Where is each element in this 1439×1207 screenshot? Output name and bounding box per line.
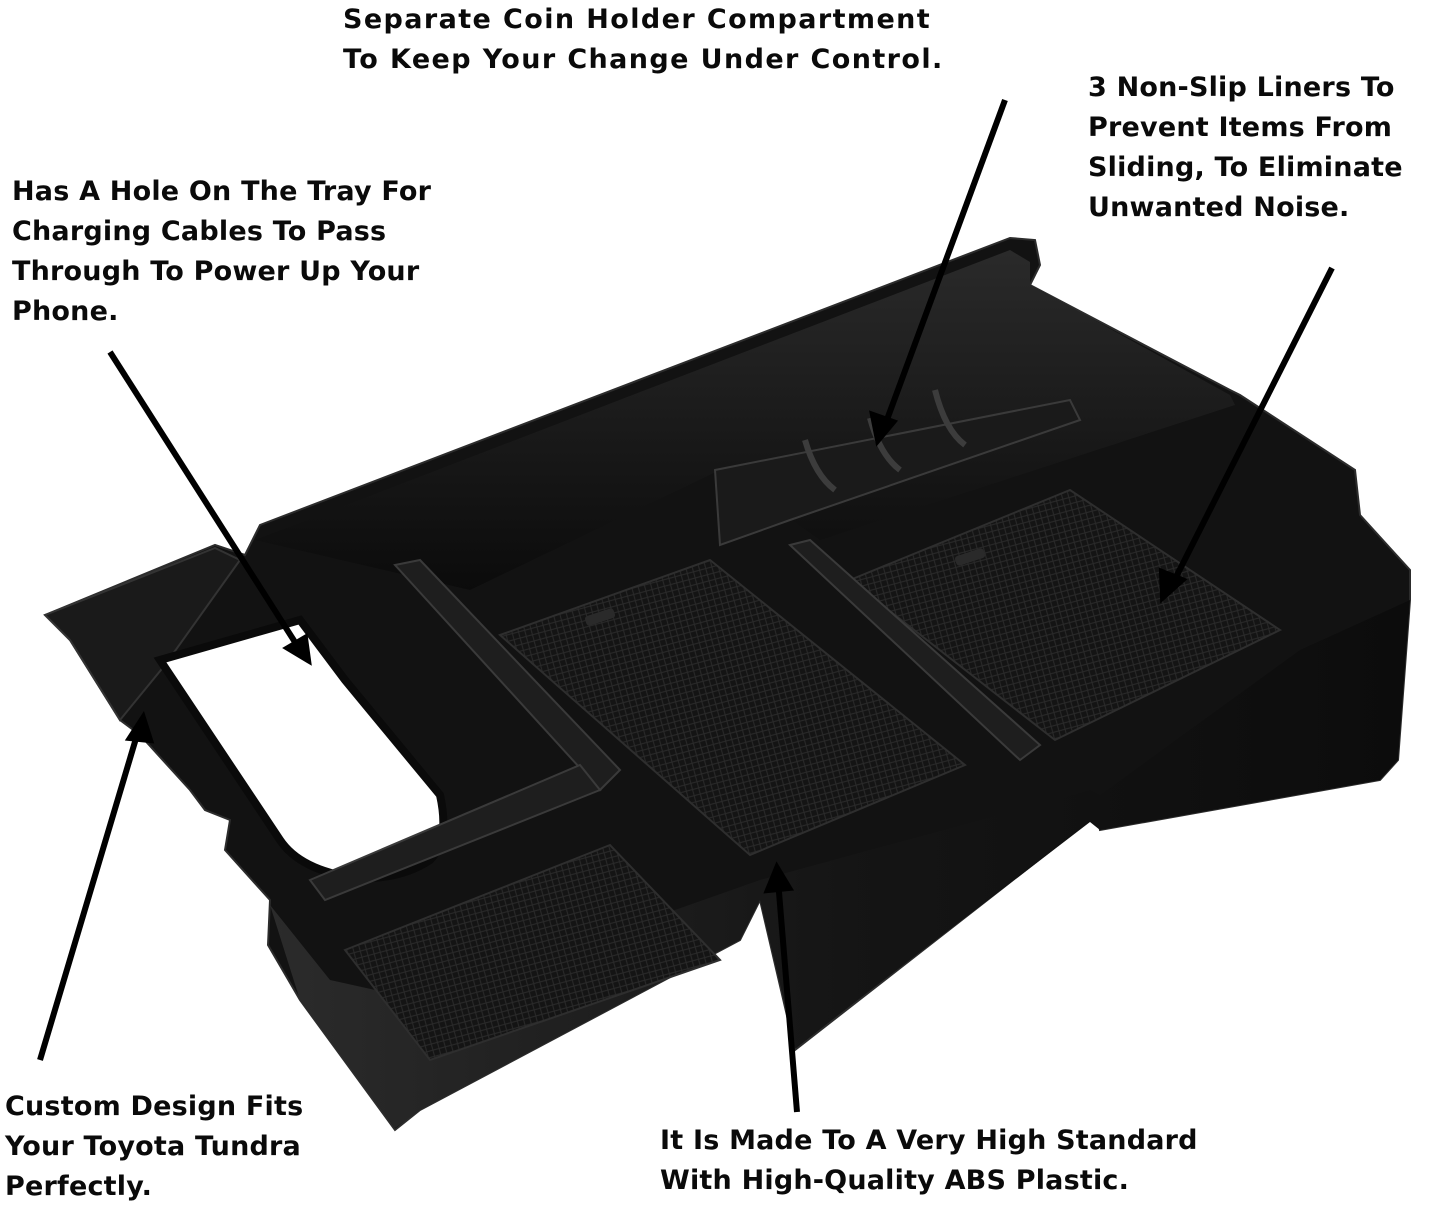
callout-custom-fit: Custom Design Fits Your Toyota Tundra Pe… <box>5 1087 303 1207</box>
arrow-custom-fit <box>37 724 143 1061</box>
arrow-cable-hole <box>107 350 303 652</box>
arrow-liners <box>1169 266 1335 587</box>
callout-abs-plastic: It Is Made To A Very High Standard With … <box>660 1121 1198 1201</box>
callout-line: It Is Made To A Very High Standard <box>660 1125 1198 1156</box>
front-left-divider <box>308 763 602 902</box>
arrow-coin-holder <box>882 98 1008 427</box>
callout-line: Sliding, To Eliminate <box>1088 152 1403 183</box>
cable-hole <box>153 615 448 883</box>
callout-line: With High-Quality ABS Plastic. <box>660 1165 1130 1196</box>
callout-coin-holder: Separate Coin Holder Compartment To Keep… <box>343 0 944 80</box>
left-divider <box>393 558 622 792</box>
callout-line: Unwanted Noise. <box>1088 192 1350 223</box>
center-liner <box>498 558 967 857</box>
callout-line: 3 Non-Slip Liners To <box>1088 72 1395 103</box>
callout-arrows <box>37 98 1335 1113</box>
callout-cable-hole: Has A Hole On The Tray For Charging Cabl… <box>12 172 431 332</box>
callout-line: Custom Design Fits <box>5 1091 304 1122</box>
arrow-abs <box>775 879 800 1113</box>
middle-divider <box>787 538 1042 762</box>
right-liner <box>848 488 1283 742</box>
front-left-liner <box>343 843 722 1062</box>
coin-holder <box>713 389 1082 547</box>
callout-non-slip-liners: 3 Non-Slip Liners To Prevent Items From … <box>1088 68 1403 228</box>
callout-line: Charging Cables To Pass <box>12 216 387 247</box>
callout-line: Prevent Items From <box>1088 112 1393 143</box>
callout-line: Perfectly. <box>5 1171 153 1202</box>
callout-line: Has A Hole On The Tray For <box>12 176 432 207</box>
callout-line: To Keep Your Change Under Control. <box>343 44 944 75</box>
callout-line: Phone. <box>12 296 119 327</box>
callout-line: Your Toyota Tundra <box>5 1131 301 1162</box>
callout-line: Through To Power Up Your <box>12 256 420 287</box>
callout-line: Separate Coin Holder Compartment <box>343 4 932 35</box>
